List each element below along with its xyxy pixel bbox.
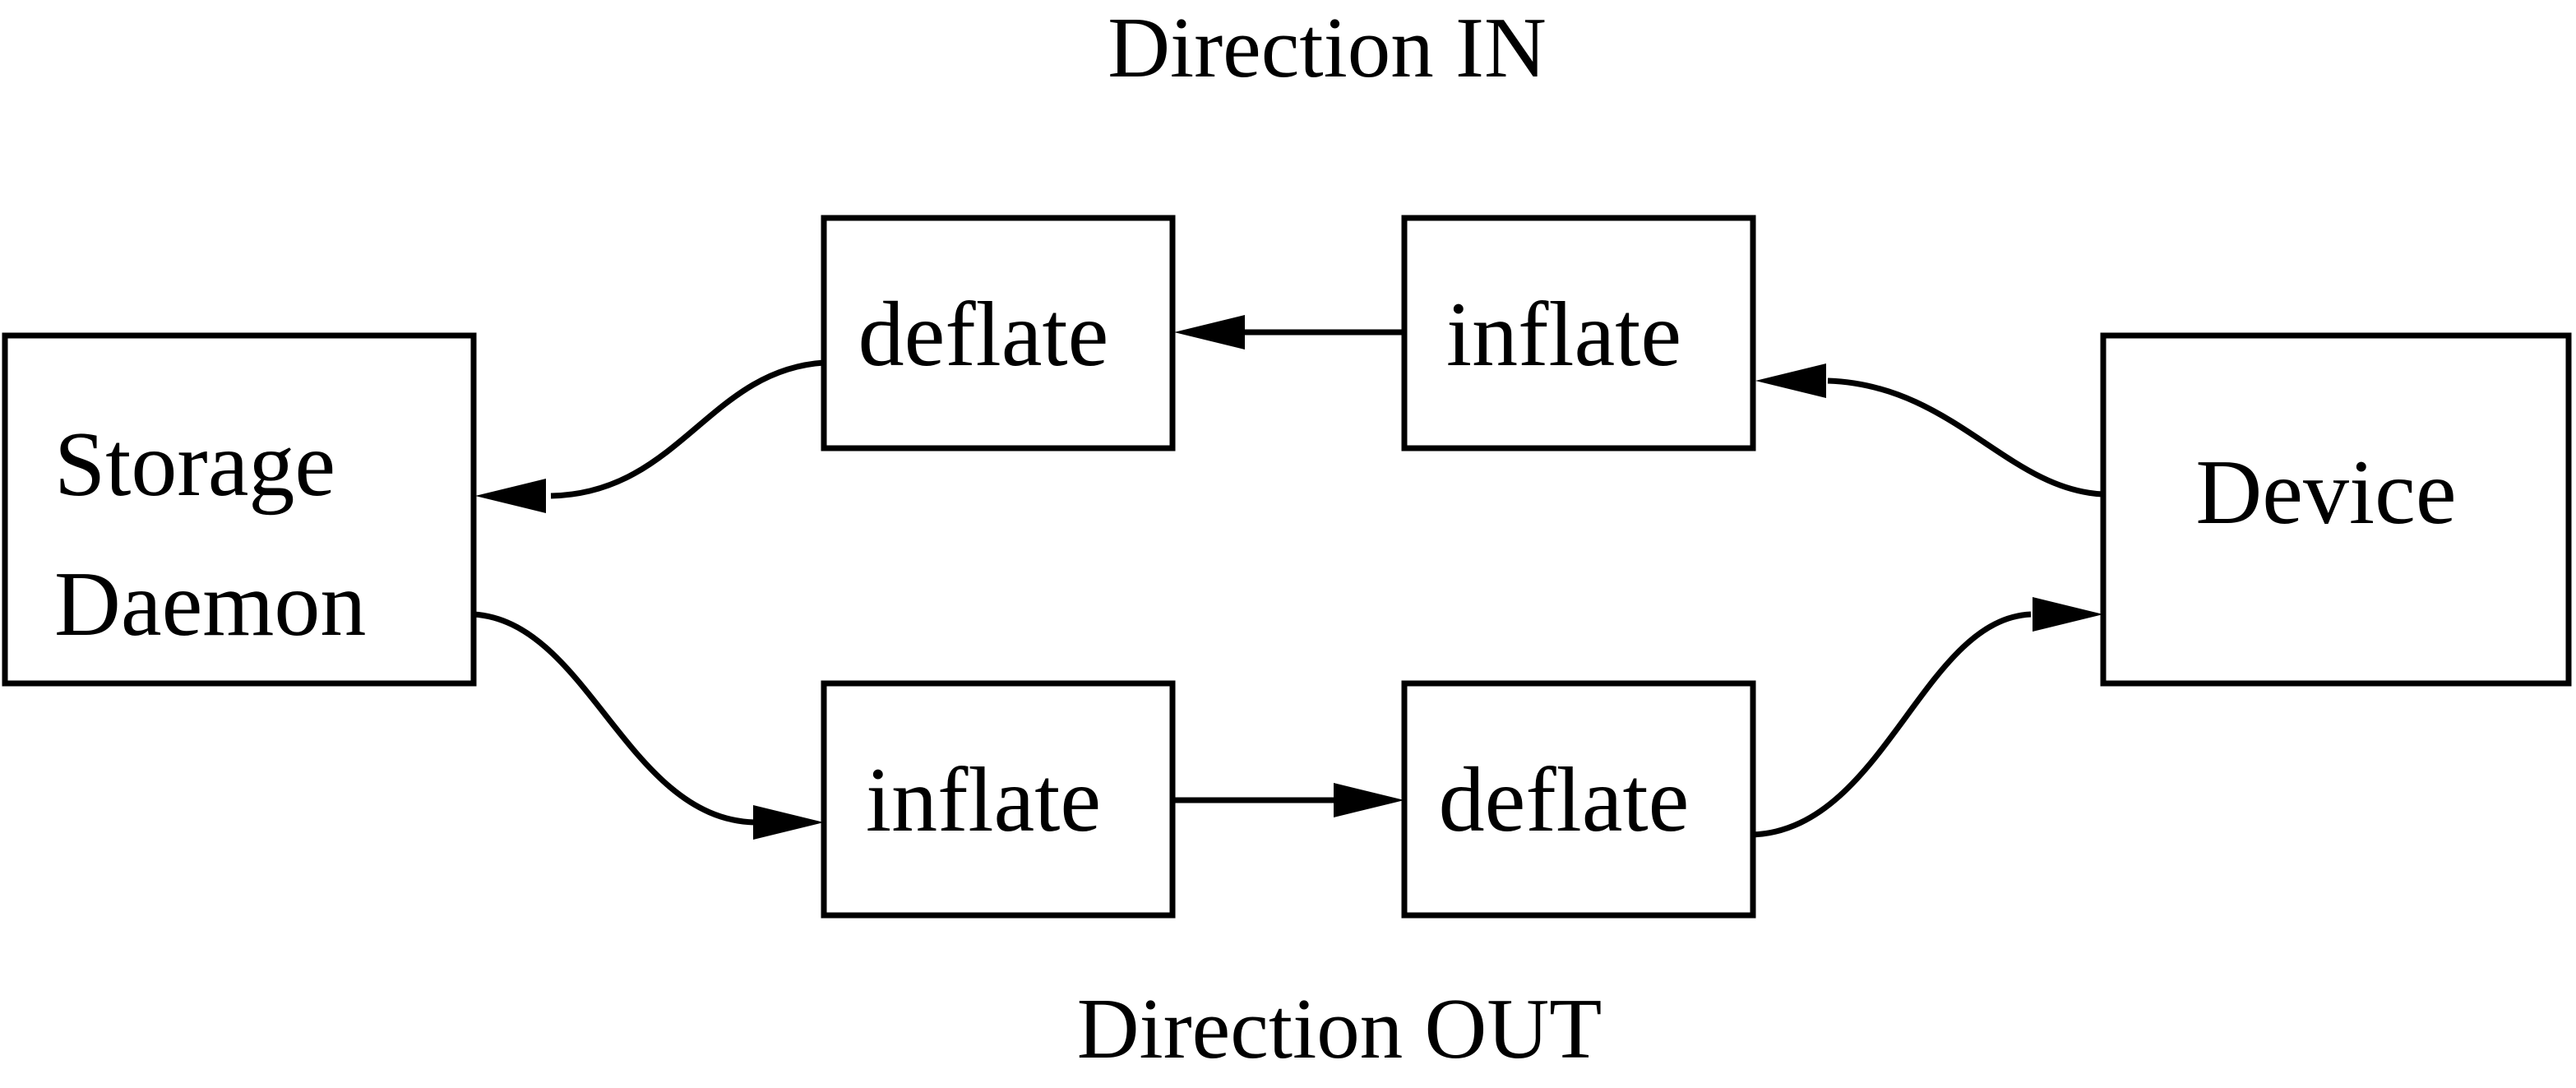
deflate-out-box [1401,680,1756,919]
inflate-in-box [1401,215,1756,451]
device-label: Device [2195,442,2456,544]
node-inflate-in: inflate [1401,215,1756,451]
edge-device-to-inflate-in-line [1827,377,2104,498]
node-device: Device [2100,332,2572,687]
deflate-in-label: deflate [858,284,1109,386]
edge-deflate-out-to-device-line [1752,611,2032,838]
arrowhead-into-storage-daemon-icon [475,479,546,513]
edge-deflate-out-to-device [1752,597,2103,838]
edge-storage-daemon-to-inflate-out-line [473,611,756,826]
arrowhead-into-inflate-out-icon [753,805,824,840]
node-storage-daemon: Storage Daemon [2,332,477,687]
storage-daemon-label-line2: Daemon [54,553,366,655]
device-box [2100,332,2572,687]
arrowhead-into-deflate-out-icon [1334,783,1404,817]
node-deflate-in: deflate [821,215,1176,451]
deflate-in-box [821,215,1176,451]
deflate-out-label: deflate [1439,749,1690,851]
inflate-out-box [821,680,1176,919]
storage-daemon-box [2,332,477,687]
edge-inflate-out-to-deflate-out [1172,783,1404,817]
node-deflate-out: deflate [1401,680,1756,919]
edge-storage-daemon-to-inflate-out [473,611,824,840]
edge-device-to-inflate-in [1755,363,2104,498]
storage-daemon-label-line1: Storage [54,414,335,516]
inflate-out-label: inflate [866,749,1101,851]
node-inflate-out: inflate [821,680,1176,919]
edge-inflate-in-to-deflate-in [1174,315,1404,350]
edge-deflate-in-to-storage-daemon-line [550,359,825,499]
arrowhead-into-device-icon [2033,597,2103,632]
arrowhead-into-inflate-in-icon [1755,363,1826,398]
inflate-in-label: inflate [1446,284,1681,386]
direction-in-title: Direction IN [1108,0,1547,95]
edge-deflate-in-to-storage-daemon [475,359,825,513]
arrowhead-into-deflate-in-icon [1174,315,1245,350]
direction-out-title: Direction OUT [1077,980,1602,1076]
